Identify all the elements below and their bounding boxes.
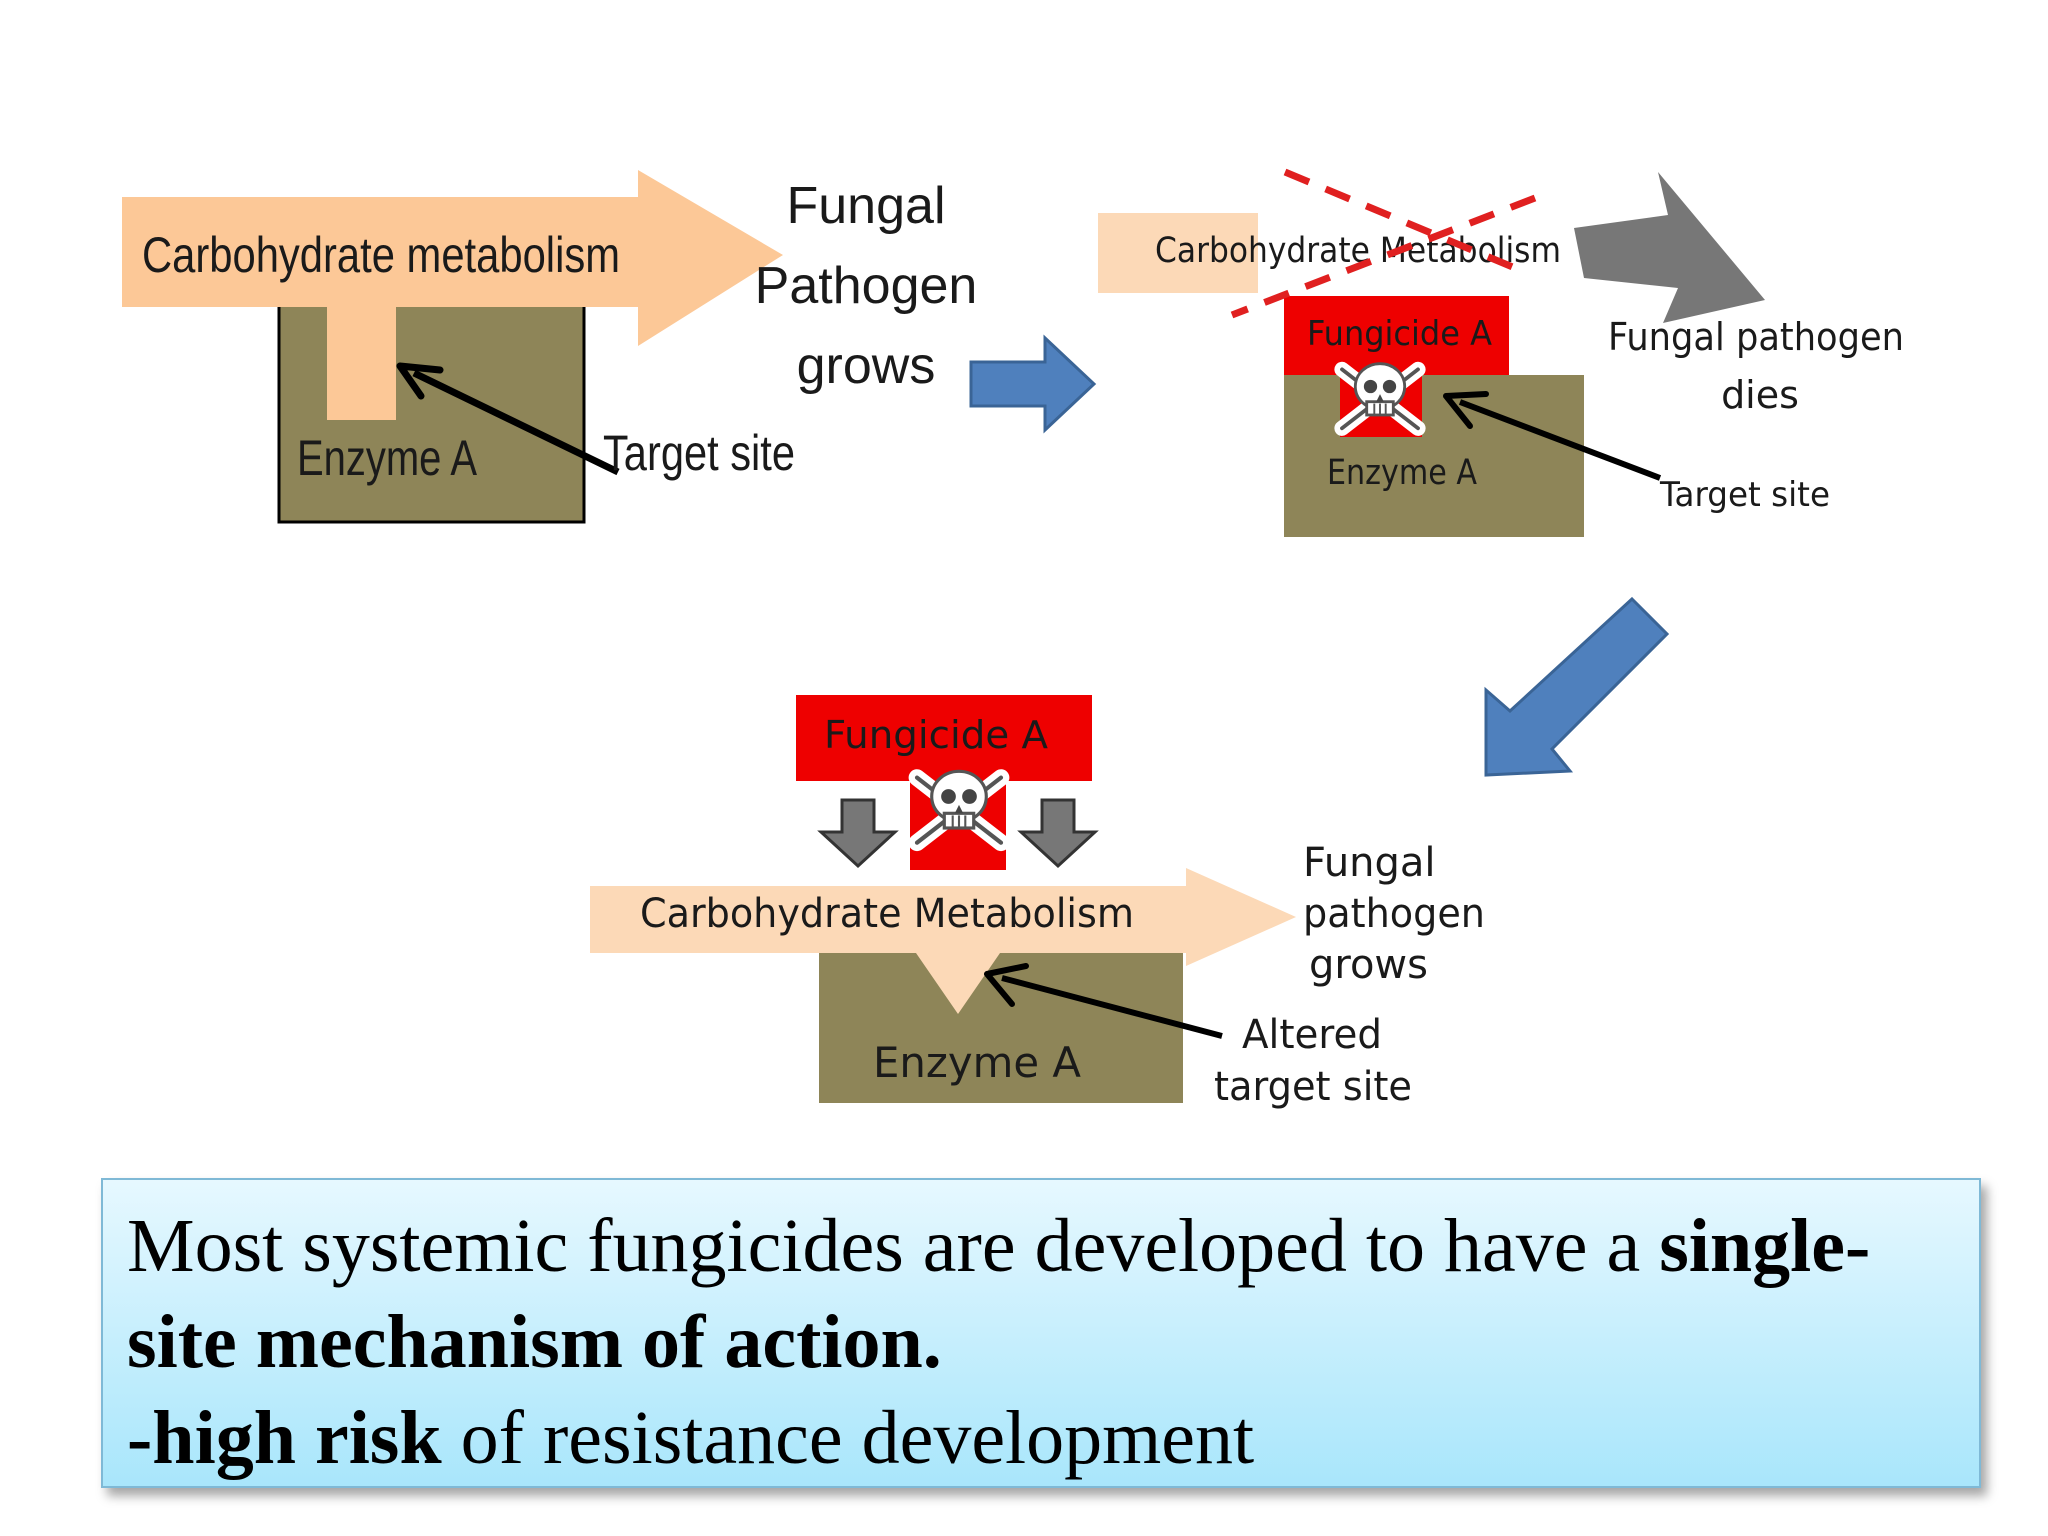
outcome-line-3: grows <box>1309 942 1428 988</box>
target-pointer-head <box>1443 391 1489 429</box>
outcome-line-1: Fungal <box>787 177 946 235</box>
summary-text-plain-3: of resistance development <box>441 1396 1255 1480</box>
metabolism-arrow <box>122 170 783 420</box>
panel-fungicide: Fungicide A Carbohydrate Metabolism Enzy… <box>1098 168 1904 537</box>
gray-down-arrow-right <box>1017 798 1099 869</box>
summary-text-plain-1: Most systemic fungicides are developed t… <box>127 1204 1660 1288</box>
summary-text-bold-3: -high risk <box>127 1396 442 1480</box>
metabolism-label: Carbohydrate metabolism <box>142 227 620 283</box>
outcome-line-2: dies <box>1721 373 1799 417</box>
gray-down-arrow-left <box>817 798 899 869</box>
outcome-line-2: pathogen <box>1303 891 1485 937</box>
enzyme-label: Enzyme A <box>1327 453 1477 493</box>
fungicide-box <box>796 695 1092 781</box>
summary-text-bold-1: single- <box>1659 1204 1871 1288</box>
target-label: Target site <box>603 425 795 481</box>
blue-arrow-right <box>969 334 1097 434</box>
blue-arrow-down-left <box>1484 596 1670 777</box>
enzyme-block <box>819 951 1183 1103</box>
panel-resistance: Fungicide A Carbohydrate Metabolism Enzy… <box>590 695 1485 1110</box>
target-label: Target site <box>1659 475 1830 515</box>
fungicide-box <box>1284 296 1509 375</box>
metabolism-bar-faded <box>1098 213 1258 293</box>
outcome-line-2: Pathogen <box>755 257 978 315</box>
crossed-out-mark <box>1230 168 1537 319</box>
target-label-line-1: Altered <box>1242 1012 1382 1058</box>
enzyme-block <box>277 303 586 524</box>
outcome-line-3: grows <box>797 337 936 395</box>
target-pointer-arrow <box>1458 399 1662 481</box>
outcome-line-1: Fungal pathogen <box>1608 315 1904 359</box>
enzyme-label: Enzyme A <box>873 1038 1081 1087</box>
fungicide-label: Fungicide A <box>1307 314 1492 354</box>
target-label-line-2: target site <box>1214 1064 1412 1110</box>
metabolism-label: Carbohydrate Metabolism <box>640 891 1134 937</box>
target-pointer-head <box>984 963 1029 1007</box>
enzyme-label: Enzyme A <box>297 430 478 486</box>
summary-text-bold-2: site mechanism of action. <box>127 1300 942 1384</box>
summary-callout: Most systemic fungicides are developed t… <box>101 1178 1981 1488</box>
panel-normal: Carbohydrate metabolism Enzyme A Target … <box>122 170 978 524</box>
target-pointer-arrow <box>412 369 620 476</box>
target-pointer-arrow <box>1001 975 1223 1039</box>
target-pointer-head <box>396 362 444 400</box>
outcome-line-1: Fungal <box>1303 840 1436 886</box>
gray-arrow <box>1574 172 1765 323</box>
enzyme-block <box>1284 375 1584 537</box>
metabolism-arrow <box>590 868 1296 1014</box>
fungicide-label: Fungicide A <box>824 713 1048 757</box>
